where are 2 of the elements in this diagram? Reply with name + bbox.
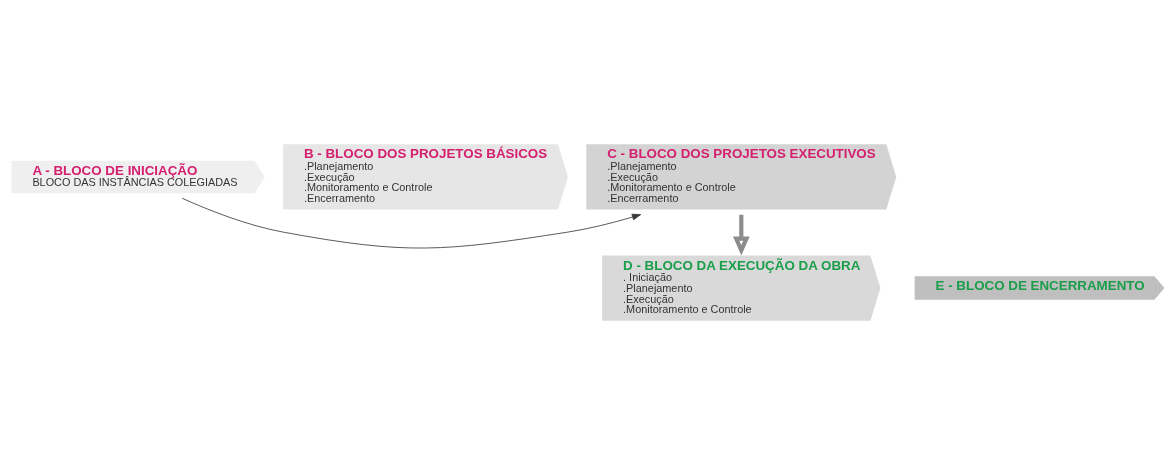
arrow — [181, 197, 642, 248]
arrow — [733, 214, 750, 255]
